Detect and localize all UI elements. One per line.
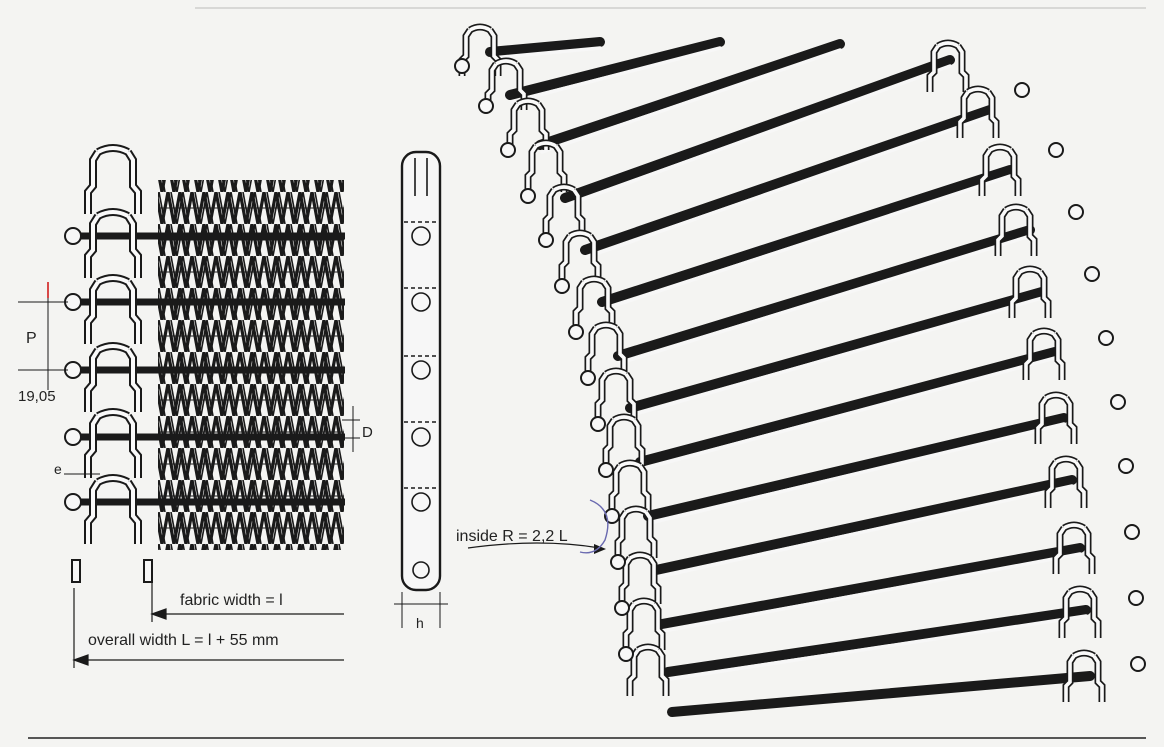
radius-mark (579, 499, 609, 554)
wire-dimension (342, 406, 360, 452)
inner-rod-heads (454, 58, 634, 662)
rod-heads (64, 227, 82, 511)
woven-mesh (158, 180, 344, 550)
width-dimensions (72, 578, 344, 668)
fabric-width-label: fabric width = l (180, 592, 283, 609)
outer-edge-links (930, 43, 1102, 702)
pitch-label: P (26, 330, 37, 347)
side-link-view: h (394, 150, 448, 631)
edge-label: e (54, 461, 62, 477)
overall-width-label: overall width L = l + 55 mm (88, 632, 279, 649)
wire-label: D (362, 424, 373, 441)
curved-belt-view: inside R = 2,2 L (454, 27, 1146, 717)
flat-belt-view: P 19,05 e D fabric width = l overall wid… (18, 148, 373, 668)
radius-annotation (467, 542, 606, 554)
edge-links (88, 148, 138, 544)
inner-edge-links (462, 27, 666, 696)
height-dimension (394, 592, 448, 628)
curve-rod-highlights (490, 46, 1088, 681)
outer-rod-heads (1014, 82, 1146, 672)
pitch-dimension (18, 282, 68, 390)
curve-rods (485, 37, 1095, 717)
link-tails (71, 559, 153, 583)
inside-radius-label: inside R = 2,2 L (456, 528, 568, 545)
cross-rods (70, 232, 345, 506)
strip-holes (404, 221, 438, 579)
height-label: h (416, 615, 424, 631)
pitch-value: 19,05 (18, 388, 56, 405)
